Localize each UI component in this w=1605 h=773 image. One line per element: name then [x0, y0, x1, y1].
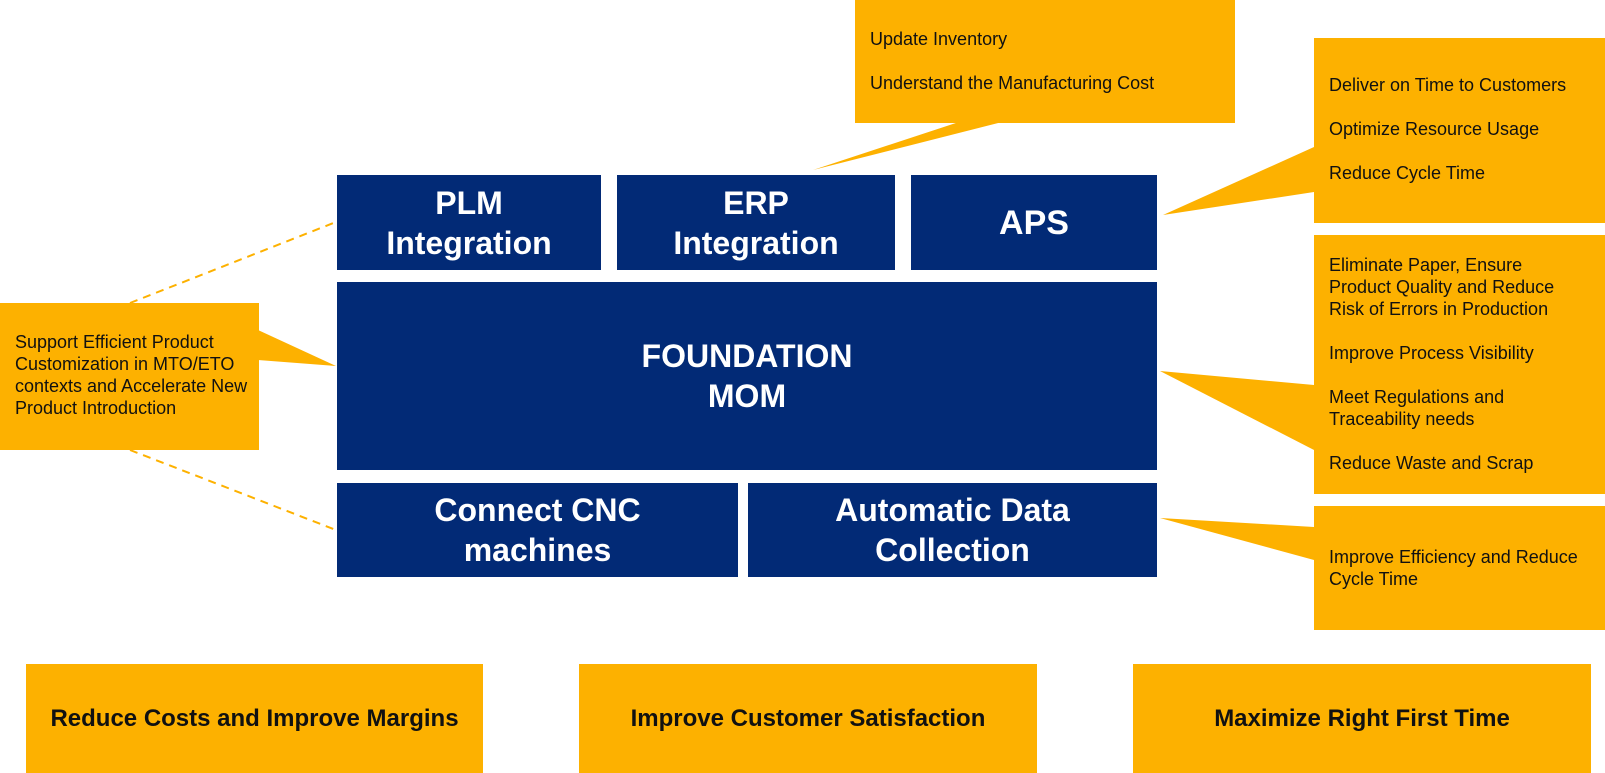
erp-callout: Update Inventory Understand the Manufact… [855, 0, 1235, 123]
aps-callout: Deliver on Time to Customers Optimize Re… [1314, 38, 1605, 223]
aps-callout-item: Optimize Resource Usage [1329, 119, 1540, 139]
adc-callout: Improve Efficiency and Reduce Cycle Time [1314, 506, 1605, 630]
erp-integration-label: ERP Integration [673, 184, 839, 261]
foundation-callout: Eliminate Paper, Ensure Product Quality … [1314, 235, 1605, 494]
automatic-data-collection-label: Automatic Data Collection [835, 492, 1070, 568]
dashed-guide-top [129, 221, 337, 304]
left-callout-pointer [258, 330, 336, 366]
foundation-callout-item: Meet Regulations and Traceability needs [1329, 387, 1505, 429]
foundation-mom-block: FOUNDATION MOM [337, 282, 1157, 470]
adc-callout-pointer [1160, 518, 1314, 560]
foundation-mom-label: FOUNDATION MOM [641, 338, 853, 414]
dashed-guide-bottom [129, 449, 337, 531]
goal-label: Improve Customer Satisfaction [630, 704, 986, 732]
foundation-callout-item: Reduce Waste and Scrap [1329, 453, 1534, 473]
connect-cnc-block: Connect CNC machines [337, 483, 738, 577]
aps-label: APS [999, 203, 1069, 242]
goal-box-reduce-costs: Reduce Costs and Improve Margins [26, 664, 483, 773]
foundation-callout-item: Improve Process Visibility [1329, 343, 1534, 363]
left-callout: Support Efficient Product Customization … [0, 303, 259, 450]
erp-integration-block: ERP Integration [617, 175, 895, 270]
aps-callout-item: Deliver on Time to Customers [1329, 75, 1567, 95]
aps-callout-item: Reduce Cycle Time [1329, 163, 1486, 183]
goal-label: Maximize Right First Time [1214, 704, 1510, 732]
foundation-callout-pointer [1160, 371, 1314, 450]
plm-integration-label: PLM Integration [386, 184, 552, 261]
connect-cnc-label: Connect CNC machines [434, 492, 641, 568]
aps-callout-pointer [1163, 147, 1314, 215]
goal-box-customer-satisfaction: Improve Customer Satisfaction [579, 664, 1037, 773]
goal-label: Reduce Costs and Improve Margins [50, 704, 459, 732]
left-callout-text: Support Efficient Product Customization … [15, 332, 248, 418]
erp-callout-item: Update Inventory [870, 29, 1008, 49]
aps-block: APS [911, 175, 1157, 270]
automatic-data-collection-block: Automatic Data Collection [748, 483, 1157, 577]
plm-integration-block: PLM Integration [337, 175, 601, 270]
goal-box-right-first-time: Maximize Right First Time [1133, 664, 1591, 773]
erp-callout-pointer [813, 120, 1010, 170]
adc-callout-item: Improve Efficiency and Reduce Cycle Time [1329, 547, 1578, 589]
foundation-callout-item: Eliminate Paper, Ensure Product Quality … [1329, 255, 1555, 319]
erp-callout-item: Understand the Manufacturing Cost [870, 73, 1155, 93]
